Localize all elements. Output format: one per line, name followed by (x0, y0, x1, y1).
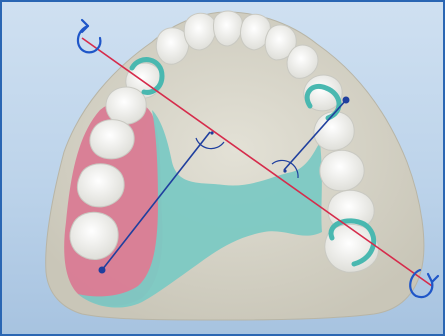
curved-rotation-arrow-icon (78, 20, 100, 52)
left-saddle-point (99, 267, 106, 274)
dental-arch-illustration (2, 2, 443, 334)
right-abutment-point (343, 97, 350, 104)
